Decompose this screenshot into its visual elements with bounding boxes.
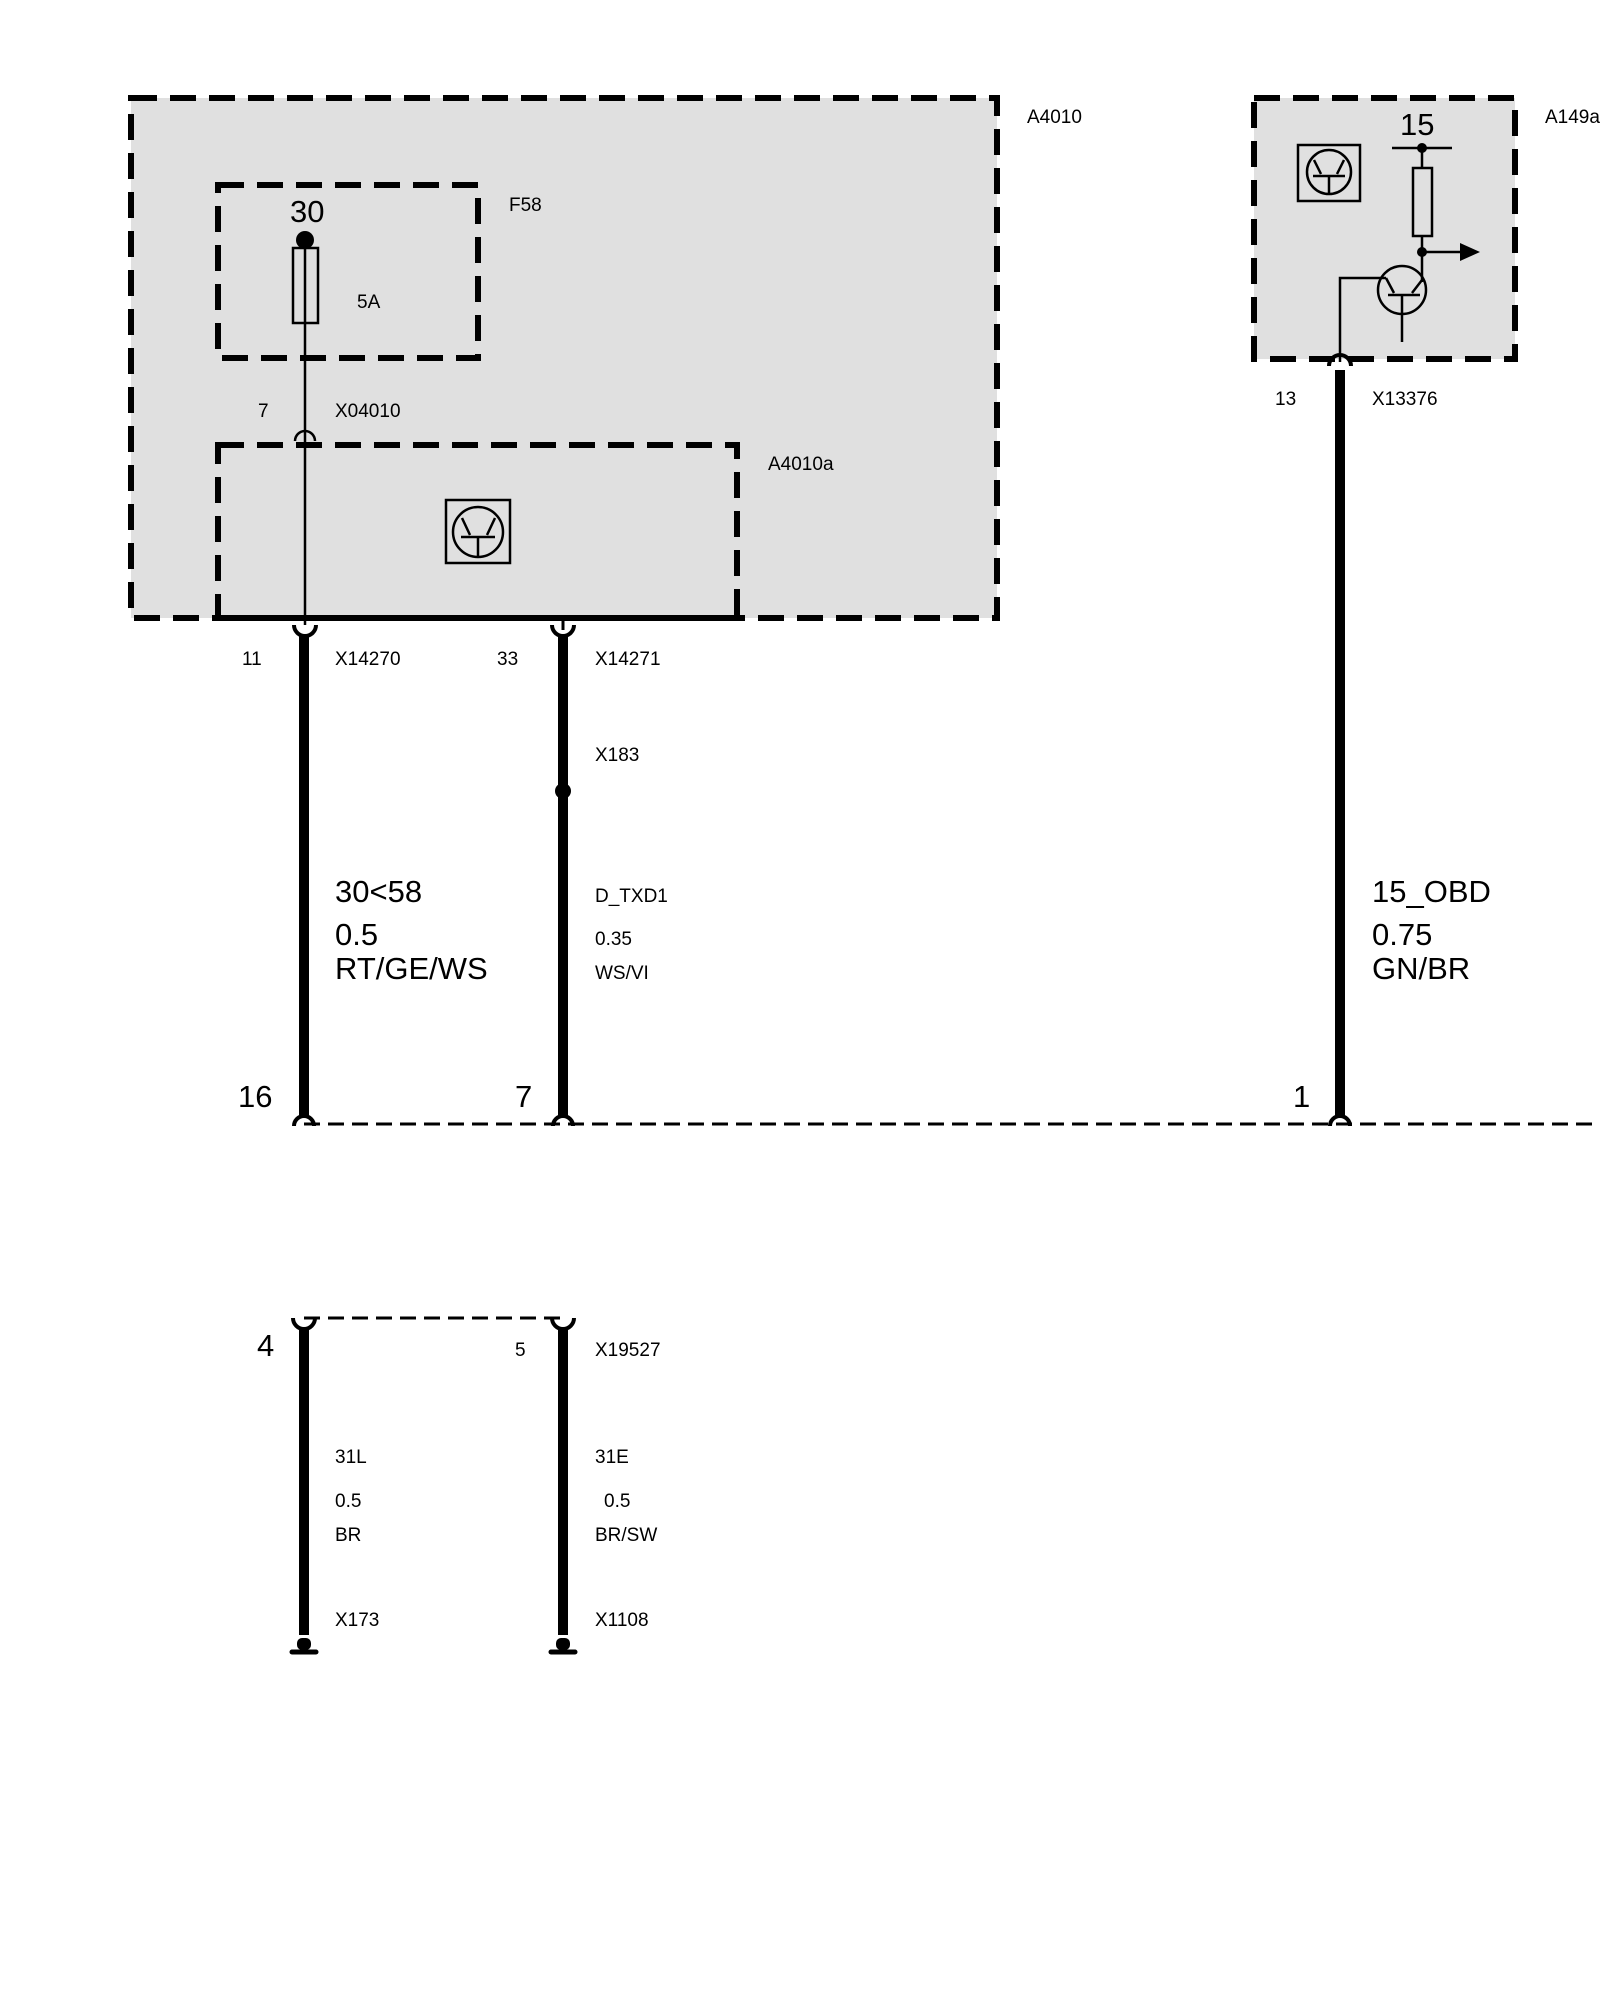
connector-x14270-label: X14270 [335, 649, 401, 670]
connector-x14270-icon [292, 624, 318, 638]
ground-x173-label: X173 [335, 1610, 379, 1631]
pin-connector-icon [292, 1114, 316, 1127]
wire-31e-gauge: 0.5 [604, 1491, 630, 1512]
connector-x13376-icon [1327, 353, 1353, 367]
wire-30-58-gauge: 0.5 [335, 917, 378, 952]
wire-31e-color: BR/SW [595, 1525, 657, 1546]
pin-1-label: 1 [1293, 1079, 1310, 1114]
fuse-rating: 5A [357, 292, 381, 313]
transistor-module-icon [444, 498, 512, 565]
wire-30-58-signal: 30<58 [335, 874, 422, 909]
wire-d-txd1-signal: D_TXD1 [595, 886, 668, 907]
module-a149a-box[interactable] [1251, 95, 1518, 362]
connector-x14271-pin: 33 [497, 649, 518, 670]
module-a4010-label: A4010 [1027, 107, 1082, 128]
pin-connector-icon [550, 1317, 576, 1331]
ground-icon [548, 1638, 578, 1655]
fuse-f58-box[interactable] [215, 182, 481, 361]
connector-x04010-pin: 7 [258, 401, 269, 422]
connector-x19527-label: X19527 [595, 1340, 661, 1361]
connector-x13376-label: X13376 [1372, 389, 1438, 410]
module-a149a-label: A149a [1545, 107, 1600, 128]
wire-d-txd1-gauge: 0.35 [595, 929, 632, 950]
module-a4010a-box[interactable] [215, 442, 740, 621]
fuse-f58-label: F58 [509, 195, 542, 216]
pin-connector-icon [291, 1317, 317, 1331]
arrow-icon [1460, 243, 1480, 261]
connector-x14271-label: X14271 [595, 649, 661, 670]
wire-31l-gauge: 0.5 [335, 1491, 361, 1512]
module-a4010-box[interactable] [128, 95, 1000, 621]
wire-31l-signal: 31L [335, 1447, 367, 1468]
ground-x1108-label: X1108 [595, 1610, 649, 1631]
a149a-terminal-label: 15 [1400, 107, 1434, 142]
pullup-transistor-circuit [1338, 143, 1480, 362]
splice-x183-dot [555, 783, 571, 799]
pin-connector-icon [1328, 1114, 1352, 1127]
connector-x14270-pin: 11 [242, 649, 262, 670]
transistor-module-icon [1296, 143, 1362, 203]
wire-30-58-color: RT/GE/WS [335, 951, 488, 986]
pin-16-label: 16 [238, 1079, 272, 1114]
pin-5-label: 5 [515, 1340, 526, 1361]
wire-d-txd1-color: WS/VI [595, 963, 649, 984]
connector-x04010-icon [293, 429, 317, 442]
wire-15-obd-signal: 15_OBD [1372, 874, 1491, 909]
wire-15-obd-gauge: 0.75 [1372, 917, 1432, 952]
splice-x183-label: X183 [595, 745, 639, 766]
ground-icon [289, 1638, 319, 1655]
connector-x04010-label: X04010 [335, 401, 401, 422]
connector-x14271-icon [550, 624, 576, 638]
module-a4010a-label: A4010a [768, 454, 834, 475]
pin-7-label: 7 [515, 1079, 532, 1114]
pin-4-label: 4 [257, 1328, 274, 1363]
wire-15-obd-color: GN/BR [1372, 951, 1470, 986]
connector-x13376-pin: 13 [1275, 389, 1296, 410]
pin-connector-icon [551, 1114, 575, 1127]
fuse-terminal-label: 30 [290, 194, 324, 229]
wire-31l-color: BR [335, 1525, 361, 1546]
wire-31e-signal: 31E [595, 1447, 629, 1468]
